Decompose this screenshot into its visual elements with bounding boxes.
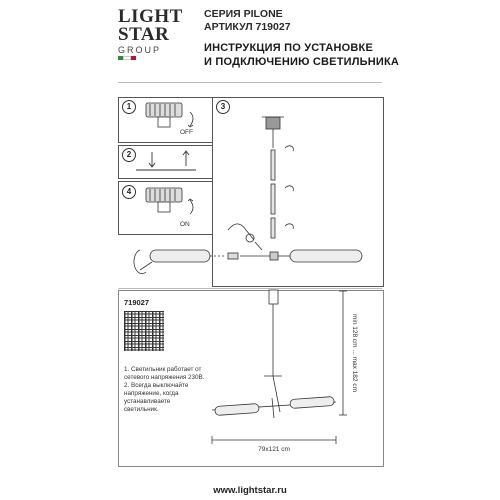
height-dimension-label: min 128 cm ... max 182 cm [351,314,358,392]
product-article: 719027 [124,298,150,307]
header-divider [118,82,382,83]
italian-flag-icon [118,56,136,60]
mid-divider [118,288,382,289]
logo-line-2: STAR [118,24,170,45]
exploded-view-drawing [133,116,363,274]
dimension-drawing [211,289,347,444]
step-2-number: 2 [122,148,136,162]
logo-line-1: LIGHT [118,6,183,27]
footer-url: www.lightstar.ru [213,485,287,496]
brand-logo: LIGHT STAR GROUP [118,6,198,55]
breaker-off-drawing [145,102,194,128]
step-1-number: 1 [122,100,136,114]
flag-stripe-white [123,56,131,60]
step-1-off-label: OFF [180,129,193,136]
note-1: 1. Светильник работает от сетевого напря… [124,366,205,381]
title-line-1: ИНСТРУКЦИЯ ПО УСТАНОВКЕ [204,42,373,54]
note-2: 2. Всегда выключайте напряжение, когда у… [124,382,189,413]
step-4-number: 4 [122,185,136,199]
width-dimension-label: 79x121 cm [258,446,290,453]
step-3-number: 3 [216,100,230,114]
mounting-arrows-drawing [136,150,196,171]
qr-code-icon [124,311,164,351]
logo-line-3: GROUP [118,45,162,55]
page-title: ИНСТРУКЦИЯ ПО УСТАНОВКЕ И ПОДКЛЮЧЕНИЮ СВ… [204,41,399,69]
flag-stripe-red [130,56,136,60]
series-header: СЕРИЯ PILONE АРТИКУЛ 719027 [204,8,291,34]
safety-notes: 1. Светильник работает от сетевого напря… [124,366,206,414]
breaker-on-drawing [145,187,194,215]
series-name: СЕРИЯ PILONE [204,8,283,20]
step-4-on-label: ON [180,221,190,228]
flag-stripe-green [118,56,124,60]
article-number: АРТИКУЛ 719027 [204,21,291,33]
title-line-2: И ПОДКЛЮЧЕНИЮ СВЕТИЛЬНИКА [204,56,400,68]
